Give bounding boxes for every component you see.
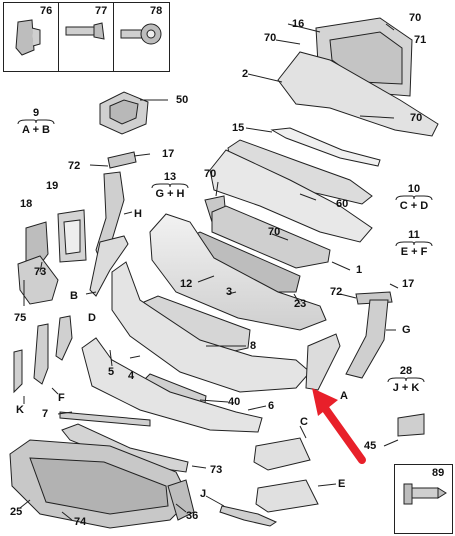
label-3: 3 xyxy=(226,286,233,298)
label-40: 40 xyxy=(228,396,241,408)
kit-parts: C + D xyxy=(399,200,429,212)
box-label-78: 78 xyxy=(150,5,163,17)
part-2-upper-grille xyxy=(277,51,439,137)
part-36-bracket xyxy=(167,479,195,521)
label-5: 5 xyxy=(108,366,115,378)
label-8: 8 xyxy=(250,340,257,352)
label-2: 2 xyxy=(242,68,249,80)
label-J: J xyxy=(200,488,207,500)
label-70: 70 xyxy=(268,226,281,238)
kit-number: 13 xyxy=(163,171,177,183)
brace-icon xyxy=(17,119,55,125)
label-70: 70 xyxy=(409,12,422,24)
box-label-76: 76 xyxy=(40,5,53,17)
kit-group-10: 10 C + D xyxy=(392,184,436,212)
label-75: 75 xyxy=(14,312,27,324)
label-73: 73 xyxy=(210,464,223,476)
label-60: 60 xyxy=(336,198,349,210)
label-70: 70 xyxy=(264,32,277,44)
part-15-strip xyxy=(270,127,381,167)
part-D-trim xyxy=(55,315,73,361)
kit-parts: G + H xyxy=(155,188,185,200)
kit-group-28: 28 J + K xyxy=(384,366,428,394)
label-17: 17 xyxy=(162,148,175,160)
kit-group-13: 13 G + H xyxy=(148,172,192,200)
label-17: 17 xyxy=(402,278,415,290)
part-50-module xyxy=(99,91,149,135)
kit-group-9: 9 A + B xyxy=(14,108,58,136)
label-72: 72 xyxy=(330,286,343,298)
brace-icon xyxy=(395,195,433,201)
label-70: 70 xyxy=(204,168,217,180)
label-A: A xyxy=(340,390,348,402)
label-73: 73 xyxy=(34,266,47,278)
label-16: 16 xyxy=(292,18,305,30)
label-15: 15 xyxy=(232,122,245,134)
label-50: 50 xyxy=(176,94,189,106)
label-D: D xyxy=(88,312,96,324)
part-C-foglamp xyxy=(253,437,311,471)
brace-icon xyxy=(151,183,189,189)
kit-number: 10 xyxy=(407,183,421,195)
label-7: 7 xyxy=(42,408,49,420)
kit-number: 9 xyxy=(32,107,40,119)
part-6-valance xyxy=(81,337,263,433)
box-label-77: 77 xyxy=(95,5,108,17)
label-1: 1 xyxy=(356,264,363,276)
label-25: 25 xyxy=(10,506,23,518)
leader-lines xyxy=(19,23,399,521)
kit-parts: J + K xyxy=(392,382,420,394)
part-3-bumper xyxy=(149,213,327,331)
label-G: G xyxy=(402,324,411,336)
label-19: 19 xyxy=(46,180,59,192)
label-4: 4 xyxy=(128,370,135,382)
red-arrow-icon xyxy=(312,388,366,464)
part-J-strip xyxy=(219,505,278,527)
part-45-cover xyxy=(397,413,425,437)
label-36: 36 xyxy=(186,510,199,522)
box-label-89: 89 xyxy=(432,467,445,479)
label-C: C xyxy=(300,416,308,428)
label-72: 72 xyxy=(68,160,81,172)
kit-number: 11 xyxy=(408,229,420,241)
label-F: F xyxy=(58,392,65,404)
part-F-trim xyxy=(33,323,49,385)
part-G-bracket xyxy=(345,299,389,379)
label-23: 23 xyxy=(294,298,307,310)
label-H: H xyxy=(134,208,142,220)
kit-parts: E + F xyxy=(400,246,428,258)
part-E-foglamp xyxy=(255,479,319,513)
kit-group-11: 11 E + F xyxy=(392,230,436,258)
part-1-lower-grille xyxy=(209,149,373,243)
label-71: 71 xyxy=(414,34,427,46)
kit-parts: A + B xyxy=(21,124,50,136)
label-K: K xyxy=(16,404,24,416)
part-K-trim xyxy=(13,349,23,394)
label-74: 74 xyxy=(74,516,87,528)
kit-number: 28 xyxy=(399,365,413,377)
part-23-beam xyxy=(211,205,331,269)
label-45: 45 xyxy=(364,440,377,452)
part-75-guide xyxy=(17,255,59,305)
part-A-trim xyxy=(305,333,341,391)
label-E: E xyxy=(338,478,346,490)
label-B: B xyxy=(70,290,78,302)
label-18: 18 xyxy=(20,198,33,210)
brace-icon xyxy=(395,241,433,247)
label-6: 6 xyxy=(268,400,275,412)
brace-icon xyxy=(387,377,425,383)
label-70: 70 xyxy=(410,112,423,124)
label-12: 12 xyxy=(180,278,193,290)
